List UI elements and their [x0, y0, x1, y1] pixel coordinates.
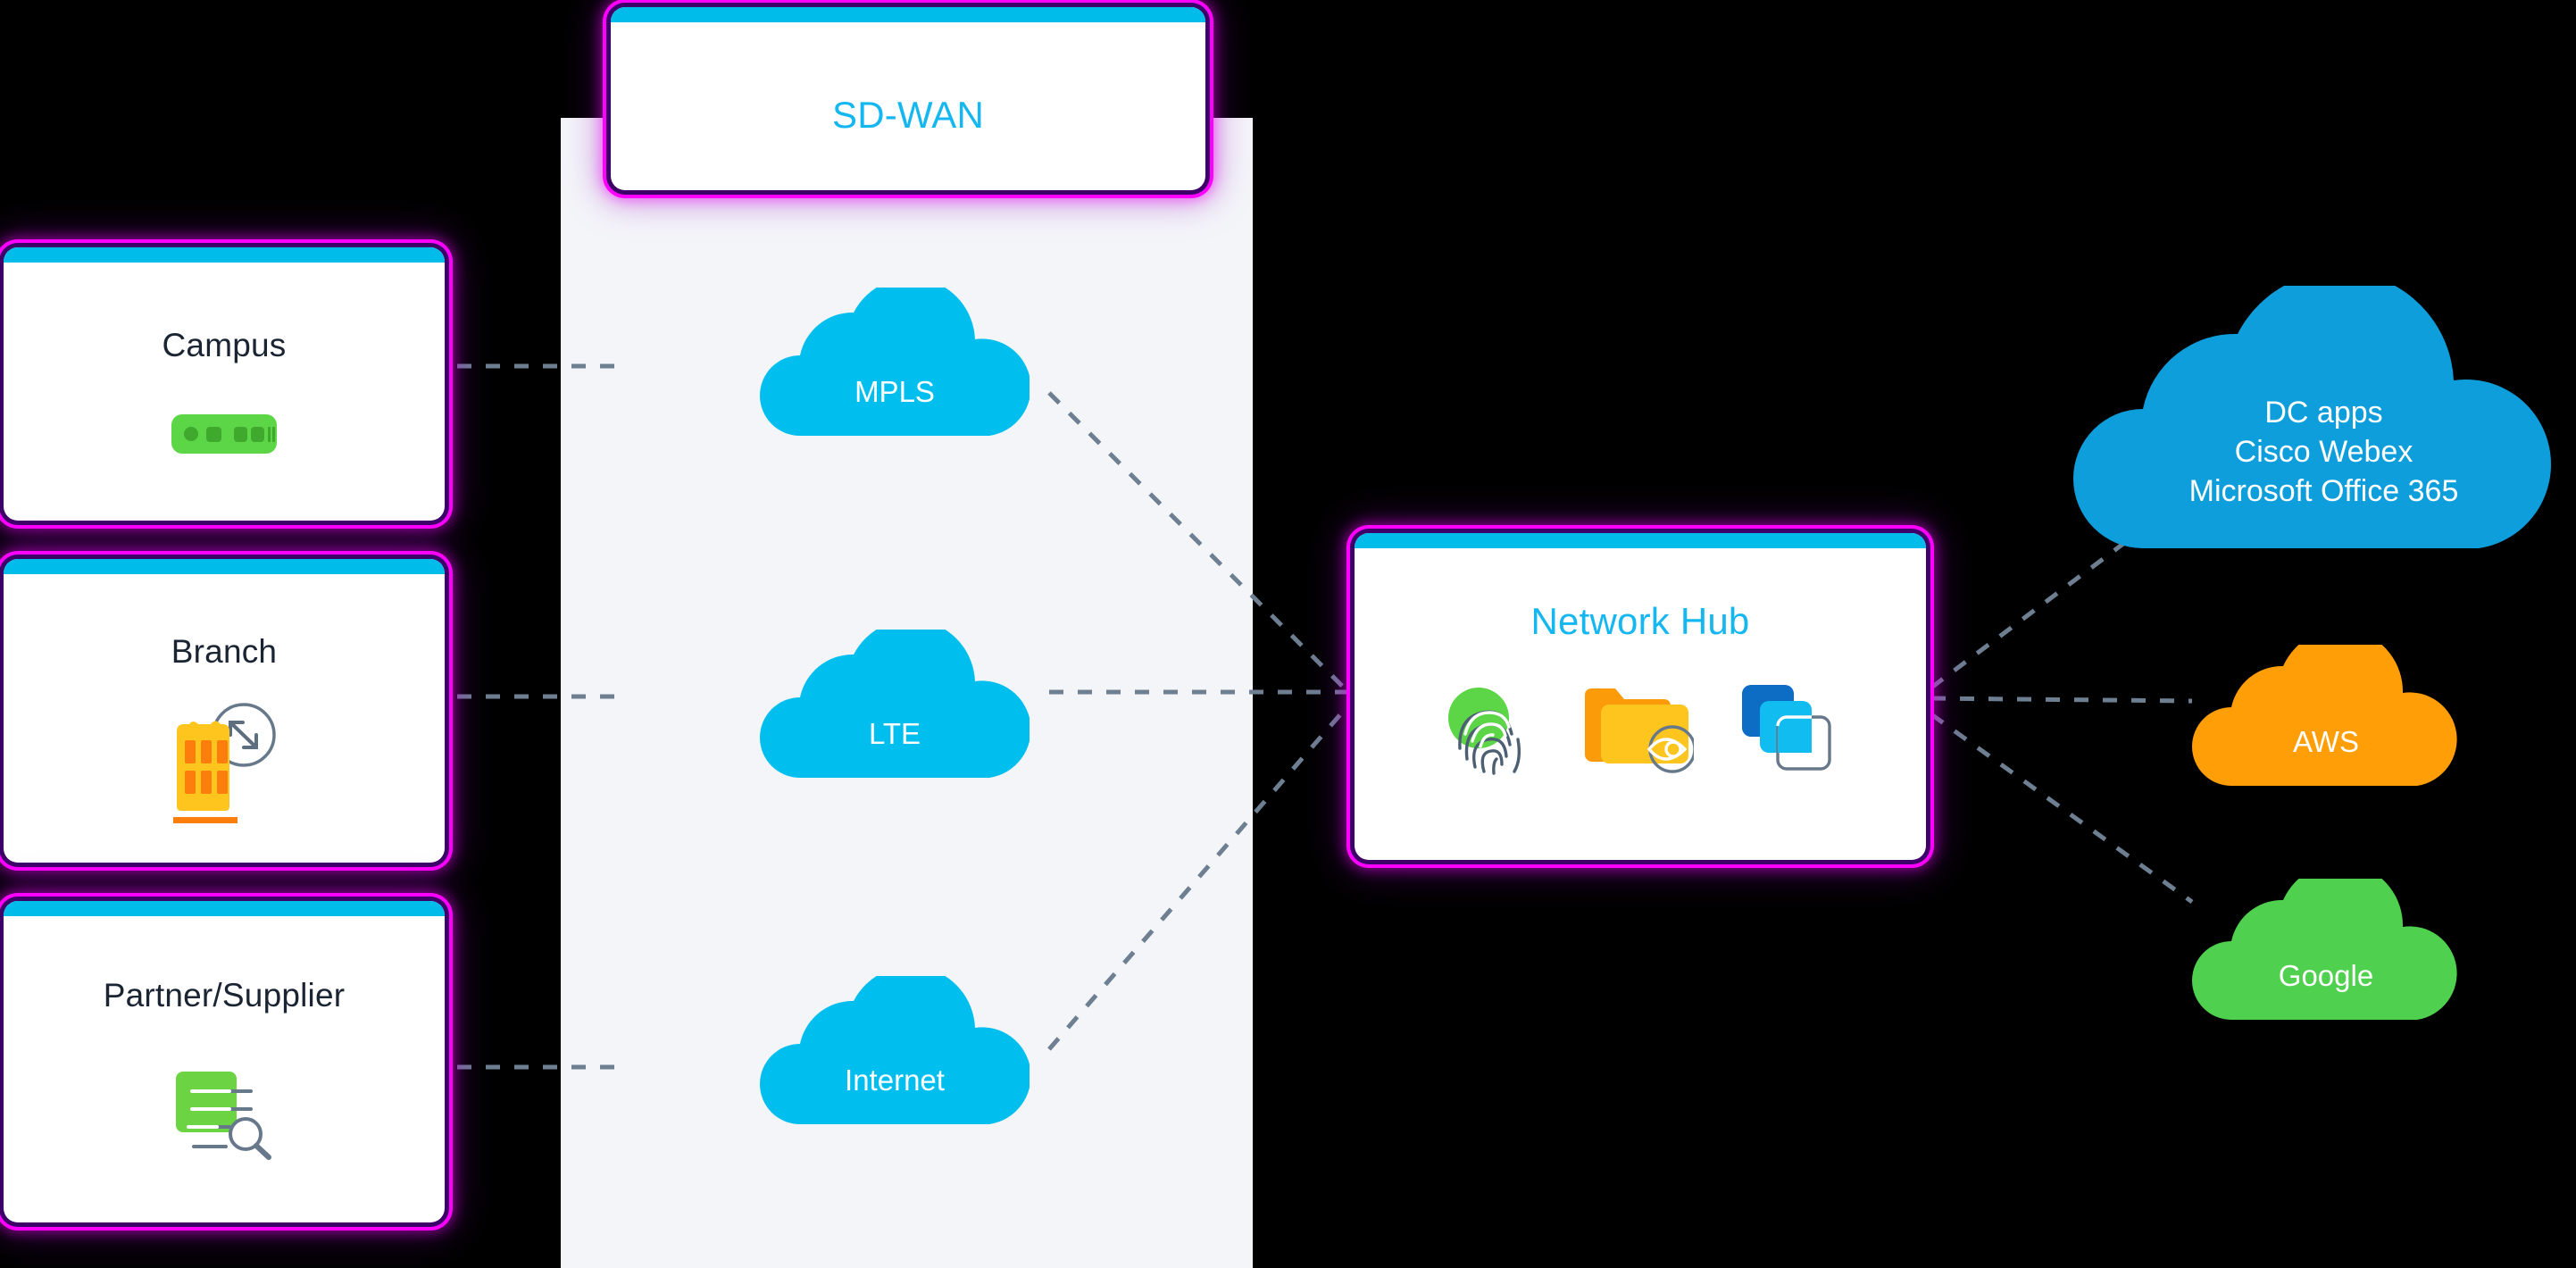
branch-label: Branch	[171, 633, 278, 670]
link-hub-google	[1930, 712, 2194, 905]
branch-building-icon	[4, 688, 445, 831]
cloud-icon	[2192, 879, 2457, 1020]
cloud-icon	[2192, 645, 2457, 786]
cloud-icon	[2073, 286, 2552, 548]
destination-cloud-aws[interactable]: AWS	[2192, 645, 2460, 788]
card-topbar-accent	[611, 7, 1205, 22]
site-card-campus[interactable]: Campus	[4, 247, 445, 521]
sdwan-title: SD-WAN	[832, 94, 984, 136]
google-label: Google	[2278, 959, 2374, 992]
card-topbar-accent	[4, 559, 445, 574]
network-hub-card[interactable]: Network Hub	[1355, 533, 1926, 860]
card-body: SD-WAN	[611, 22, 1205, 190]
sdwan-header-card[interactable]: SD-WAN	[611, 7, 1205, 190]
card-body: Branch	[4, 574, 445, 863]
network-switch-icon	[4, 414, 445, 454]
card-body: Campus	[4, 263, 445, 521]
hub-icon-row	[1355, 682, 1926, 785]
card-topbar-accent	[4, 901, 445, 916]
campus-label: Campus	[162, 327, 287, 363]
stacked-layers-icon	[1740, 683, 1840, 784]
destination-cloud-dc-apps[interactable]: DC apps Cisco Webex Microsoft Office 365	[2072, 286, 2576, 550]
folder-visibility-icon	[1583, 685, 1696, 782]
partner-label: Partner/Supplier	[103, 977, 346, 1014]
card-topbar-accent	[4, 247, 445, 263]
cloud-icon	[760, 630, 1030, 778]
site-card-partner[interactable]: Partner/Supplier	[4, 901, 445, 1222]
document-search-icon	[4, 1068, 445, 1166]
transport-cloud-mpls[interactable]: MPLS	[760, 288, 1030, 438]
transport-cloud-lte[interactable]: LTE	[760, 630, 1030, 780]
fingerprint-identity-icon	[1440, 682, 1537, 785]
dc-apps-label: DC apps Cisco Webex Microsoft Office 365	[2188, 396, 2459, 509]
aws-label: AWS	[2293, 725, 2359, 758]
internet-label: Internet	[845, 1064, 945, 1097]
network-hub-label: Network Hub	[1530, 600, 1750, 642]
destination-cloud-google[interactable]: Google	[2192, 879, 2460, 1022]
site-card-branch[interactable]: Branch	[4, 559, 445, 863]
cloud-icon	[760, 288, 1030, 436]
cloud-icon	[760, 976, 1030, 1124]
card-body: Partner/Supplier	[4, 916, 445, 1222]
transport-cloud-internet[interactable]: Internet	[760, 976, 1030, 1126]
lte-label: LTE	[868, 717, 921, 750]
card-body: Network Hub	[1355, 548, 1926, 860]
link-hub-aws	[1930, 696, 2193, 704]
card-topbar-accent	[1355, 533, 1926, 548]
mpls-label: MPLS	[854, 375, 935, 408]
